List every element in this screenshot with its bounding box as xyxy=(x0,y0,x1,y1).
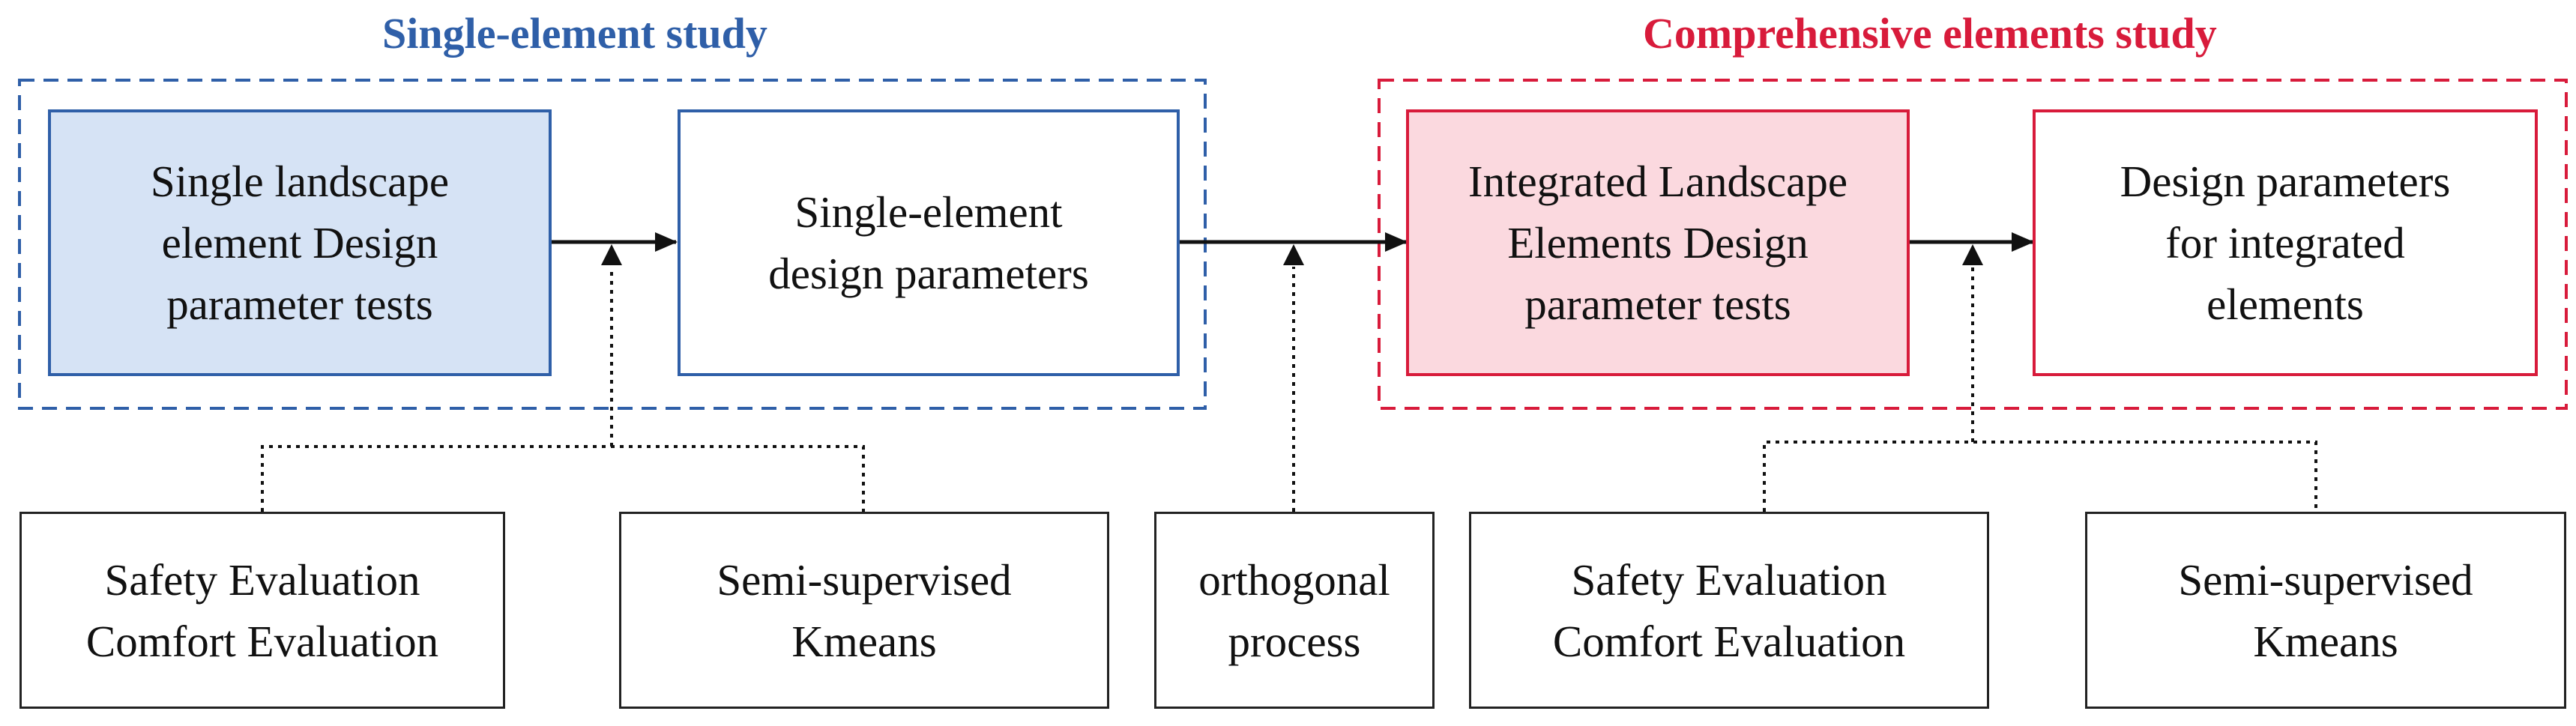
integrated-tests-label: Integrated Landscape Elements Design par… xyxy=(1468,157,1848,329)
safety-comfort-evaluation-box-1: Safety Evaluation Comfort Evaluation xyxy=(19,512,505,709)
safety-comfort-evaluation-box-2: Safety Evaluation Comfort Evaluation xyxy=(1469,512,1989,709)
single-element-tests-box: Single landscape element Design paramete… xyxy=(48,109,552,376)
semi-supervised-kmeans-label-1: Semi-supervised Kmeans xyxy=(717,554,1012,666)
single-element-study-frame xyxy=(18,79,1207,410)
semi-supervised-kmeans-box-2: Semi-supervised Kmeans xyxy=(2085,512,2566,709)
orthogonal-process-label: orthogonal process xyxy=(1198,554,1390,666)
dotted-arrowhead-left xyxy=(601,244,622,265)
single-element-params-label: Single-element design parameters xyxy=(768,187,1089,298)
orthogonal-process-box: orthogonal process xyxy=(1154,512,1435,709)
semi-supervised-kmeans-box-1: Semi-supervised Kmeans xyxy=(619,512,1109,709)
integrated-tests-box: Integrated Landscape Elements Design par… xyxy=(1406,109,1910,376)
integrated-params-label: Design parameters for integrated element… xyxy=(2120,157,2451,329)
semi-supervised-kmeans-label-2: Semi-supervised Kmeans xyxy=(2178,554,2473,666)
comprehensive-study-title: Comprehensive elements study xyxy=(1643,9,2217,58)
dotted-connector-right xyxy=(1763,267,2317,512)
safety-comfort-evaluation-label-2: Safety Evaluation Comfort Evaluation xyxy=(1552,554,1906,666)
single-element-params-box: Single-element design parameters xyxy=(678,109,1180,376)
dotted-arrowhead-right xyxy=(1962,244,1983,265)
dotted-arrowhead-orthogonal xyxy=(1283,244,1304,265)
dotted-connector-left xyxy=(261,267,865,512)
single-element-tests-label: Single landscape element Design paramete… xyxy=(150,157,450,329)
single-element-study-title: Single-element study xyxy=(382,9,767,58)
safety-comfort-evaluation-label-1: Safety Evaluation Comfort Evaluation xyxy=(85,554,439,666)
comprehensive-study-frame xyxy=(1378,79,2568,410)
integrated-params-box: Design parameters for integrated element… xyxy=(2033,109,2538,376)
